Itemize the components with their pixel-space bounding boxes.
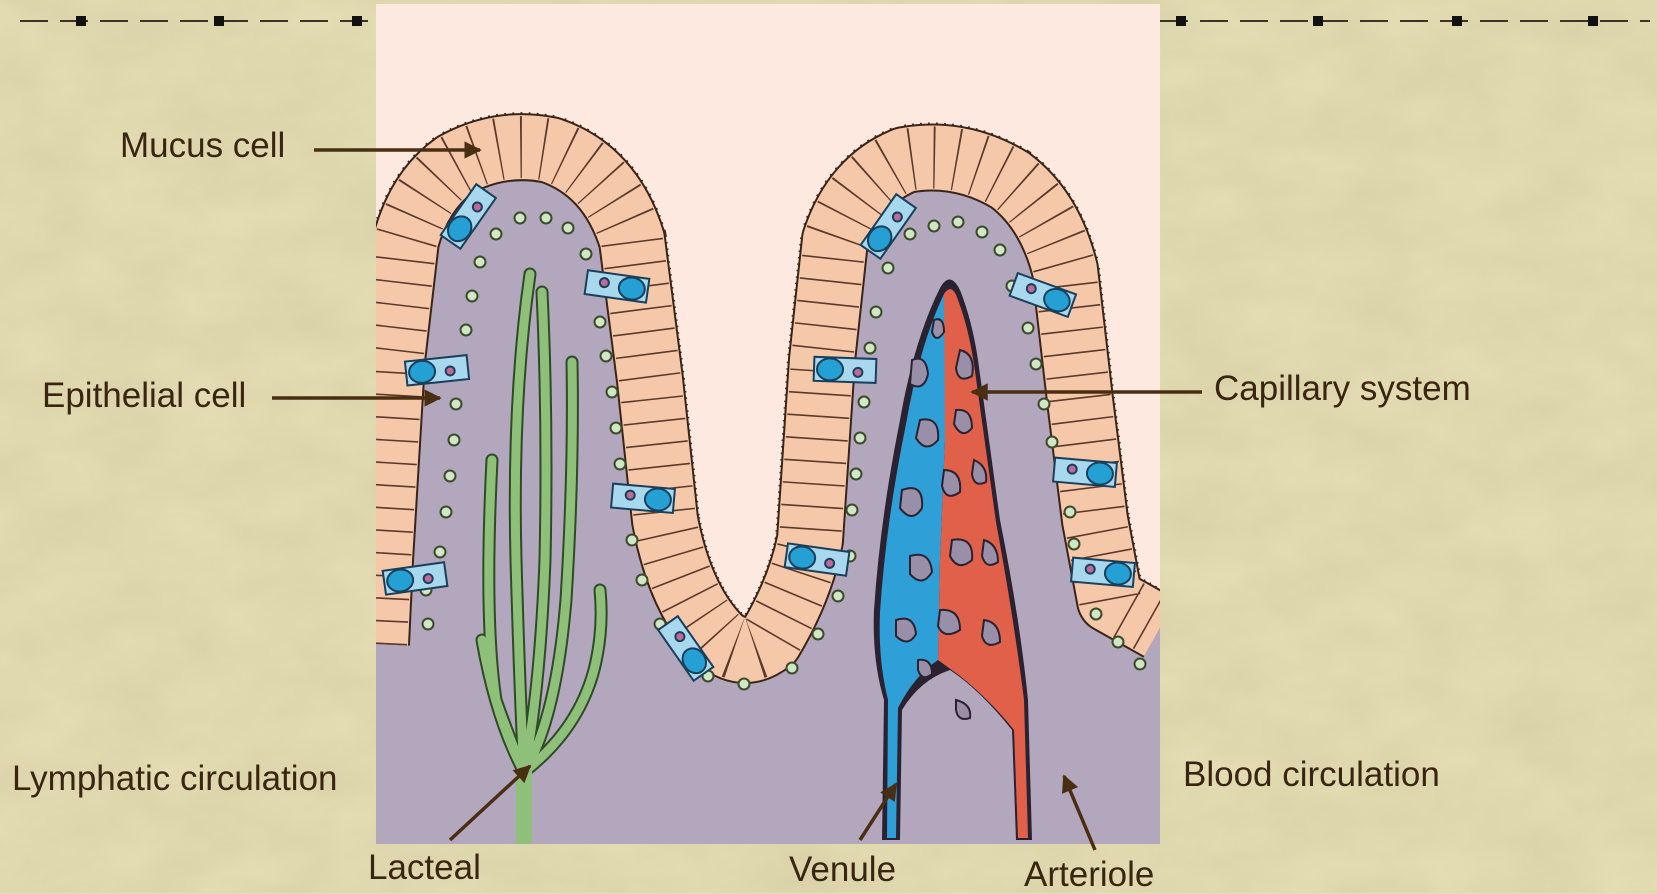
label-lacteal: Lacteal: [368, 850, 481, 885]
villi-illustration: [376, 4, 1160, 844]
label-blood-circulation: Blood circulation: [1183, 757, 1440, 792]
label-arteriole: Arteriole: [1024, 857, 1154, 892]
label-mucus-cell: Mucus cell: [120, 128, 285, 163]
label-lymphatic-circulation: Lymphatic circulation: [12, 761, 338, 796]
label-capillary-system: Capillary system: [1214, 371, 1471, 406]
label-venule: Venule: [789, 852, 896, 887]
label-epithelial-cell: Epithelial cell: [42, 378, 246, 413]
